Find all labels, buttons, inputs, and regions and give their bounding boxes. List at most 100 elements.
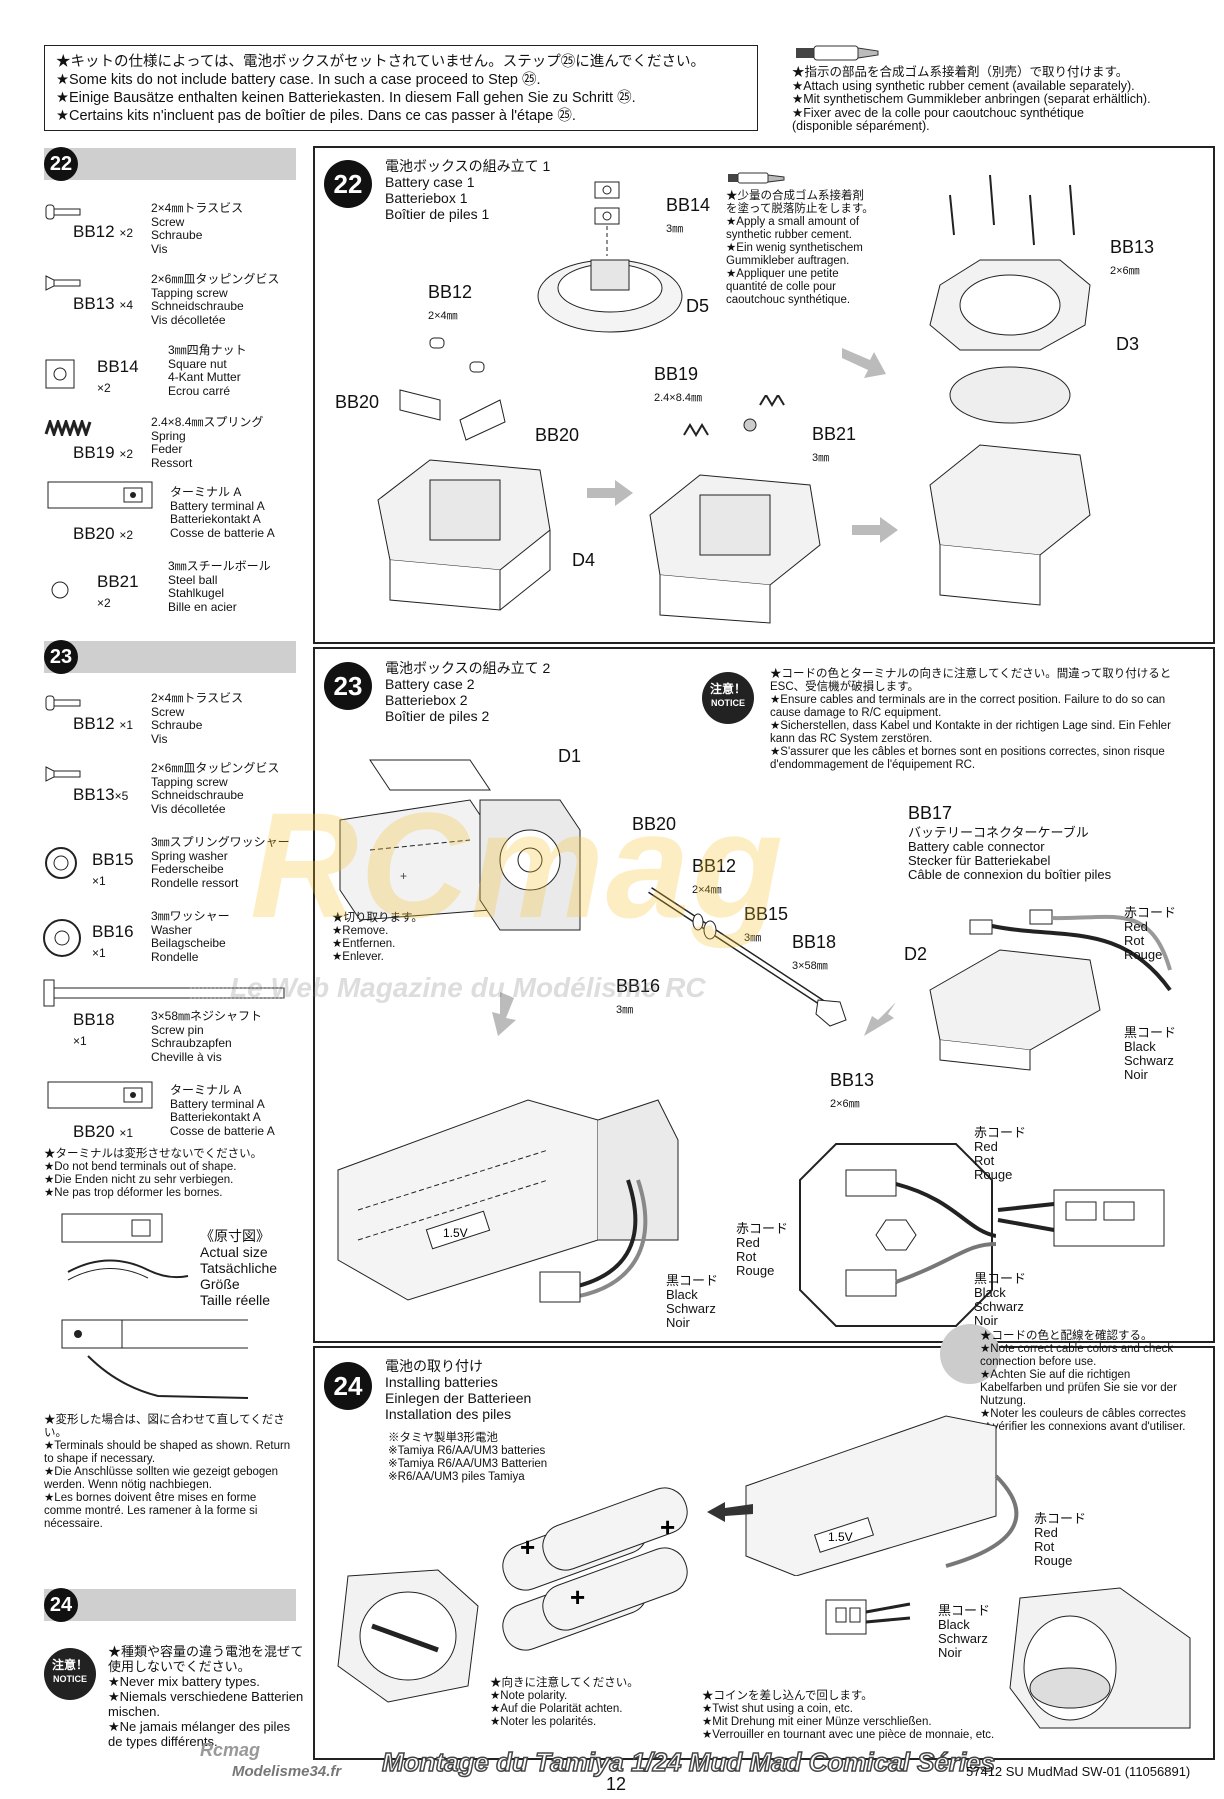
polarity-note: ★向きに注意してください。 ★Note polarity. ★Auf die P… [490,1677,639,1728]
step22-parts-badge: 22 [44,147,78,181]
part-code: BB15 [92,850,134,869]
bb19-label: BB19 2.4×8.4㎜ [654,364,702,406]
d3-label: D3 [1116,334,1140,354]
actual-size-label: 《原寸図》 Actual size Tatsächliche Größe Tai… [200,1228,278,1308]
part-code: BB13 [73,294,115,313]
svg-text:+: + [400,869,407,883]
part-bb14: BB14×2 [97,357,139,397]
notice-line-jp: ★キットの仕様によっては、電池ボックスがセットされていません。ステップ㉕に進んで… [56,54,706,70]
red-cable-label: 赤コード Red Rot Rouge [1124,905,1177,962]
bb13-size: 2×6㎜ [1110,265,1140,277]
part-qty: ×2 [119,447,134,461]
part-bb21: BB21×2 [97,572,139,612]
black-cable-label-3: 黒コード Black Schwarz Noir [974,1271,1027,1328]
d4-label: D4 [572,550,596,570]
step23-parts-header [44,641,296,673]
battery-terminal-icon [47,481,153,509]
part-desc: 2×6㎜皿タッピングビス Tapping screw Schneidschrau… [151,272,280,327]
part-qty: ×1 [73,1034,87,1048]
part-code: BB21 [97,572,139,591]
part-code: BB12 [73,222,115,241]
flow-arrow-icon [587,480,633,506]
cable-check-note: ★コードの色と配線を確認する。 ★Note correct cable colo… [980,1330,1186,1433]
battery-box-assembly-drawing: 1.5V [337,1099,679,1303]
step22-glue-note: ★少量の合成ゴム系接着剤 を塗って脱落防止をします。 ★Apply a smal… [726,190,874,306]
bb18-size: 3×58㎜ [792,960,828,972]
bb20-label: BB20 [632,814,677,834]
terminal-shape-drawing [61,1319,249,1399]
step24-title: 電池の取り付け Installing batteries Einlegen de… [385,1358,532,1422]
coin-note: ★コインを差し込んで回します。 ★Twist shut using a coin… [702,1690,995,1741]
steel-ball-icon [51,581,69,599]
step23-parts-badge: 23 [44,640,78,674]
step23-title: 電池ボックスの組み立て 2 Battery case 2 Batteriebox… [385,660,551,724]
glue-note-fr: ★Fixer avec de la colle pour caoutchouc … [792,105,1084,120]
part-qty: ×1 [92,874,106,888]
red-cable-label-2: 赤コード Red Rot Rouge [736,1221,789,1278]
part-bb16: BB16×1 [92,922,134,962]
part-desc: 3㎜スチールボール Steel ball Stahlkugel Bille en… [168,559,271,614]
part-bb12: BB12 ×2 [73,222,133,242]
step23-badge: 23 [324,662,372,710]
bb14-size: 3㎜ [666,223,684,235]
bb15-size: 3㎜ [744,932,762,944]
part-code: BB18 [73,1010,115,1029]
part-code: BB12 [73,714,115,733]
part-qty: ×4 [119,298,134,312]
black-cable-label-2: 黒コード Black Schwarz Noir [666,1273,719,1330]
d3-cover-assembly-drawing [929,174,1091,606]
notice-line-fr: ★Certains kits n'incluent pas de boîtier… [56,108,576,124]
d4-battery-case-drawing [377,337,551,611]
footer-logo-a: Rcmag [200,1740,261,1760]
notice-line-en: ★Some kits do not include battery case. … [56,72,541,88]
watermark-logo: RCmag [250,781,786,949]
glue-note-jp: ★指示の部品を合成ゴム系接着剤（別売）で取り付けます。 [792,65,1129,79]
notice-jp: 注意！ [51,1658,88,1672]
part-bb15: BB15 ×1 [92,850,134,890]
connector-plug-drawing [997,1189,1165,1247]
part-desc: ターミナル A Battery terminal A Batteriekonta… [170,485,275,540]
screw-pin-drawing [648,887,847,1027]
bb12-size: 2×4㎜ [428,310,458,322]
step22-title: 電池ボックスの組み立て 1 Battery case 1 Batteriebox… [385,158,551,222]
coin-twist-drawing [1009,1587,1191,1729]
bb19-code: BB19 [654,364,699,384]
glue-tube-icon [796,45,879,61]
mix-battery-note: ★種類や容量の違う電池を混ぜて使用しないでください。 ★Never mix ba… [108,1644,304,1749]
deform-note: ★ターミナルは変形させないでください。 ★Do not bend termina… [44,1148,263,1199]
bb21-code: BB21 [812,424,857,444]
notice-badge: 注意！NOTICE [44,1648,96,1700]
glue-note-fr-2: (disponible séparément). [792,119,930,133]
bb13-code: BB13 [830,1070,875,1090]
connector-detail-drawing [799,1143,996,1327]
bb19-size: 2.4×8.4㎜ [654,392,703,404]
step23-warning: ★コードの色とターミナルの向きに注意してください。間違って取り付けるとESC、受… [770,668,1172,771]
part-bb20: BB20 ×2 [73,524,133,544]
part-qty: ×2 [119,528,134,542]
bb18-code: BB18 [792,932,837,952]
part-code: BB13 [73,785,115,804]
notice-jp: 注意！ [709,682,746,696]
footer-logo-b: Modelisme34.fr [232,1763,342,1780]
part-bb20: BB20 ×1 [73,1122,133,1142]
black-cable-label-4: 黒コード Black Schwarz Noir [938,1603,991,1660]
bb13-size: 2×6㎜ [830,1098,860,1110]
part-qty: ×1 [119,1126,134,1140]
battery-terminal-icon [47,1081,153,1109]
part-bb18: BB18 ×1 [73,1010,115,1050]
svg-text:+: + [660,1512,675,1542]
terminal-actual-size-drawing [61,1213,189,1281]
part-desc: 2×6㎜皿タッピングビス Tapping screw Schneidschrau… [151,761,280,816]
footer-caption: Montage du Tamiya 1/24 Mud Mad Comical S… [381,1746,996,1778]
red-cable-label-4: 赤コード Red Rot Rouge [1034,1511,1087,1568]
svg-text:+: + [570,1582,585,1612]
spring-ball-assembly-drawing [649,395,821,624]
flow-arrow-icon [852,517,898,543]
product-code: 57412 SU MudMad SW-01 (11056891) [966,1764,1191,1779]
part-code: BB20 [73,524,115,543]
part-qty: ×2 [119,226,134,240]
bb16-code: BB16 [616,976,661,996]
